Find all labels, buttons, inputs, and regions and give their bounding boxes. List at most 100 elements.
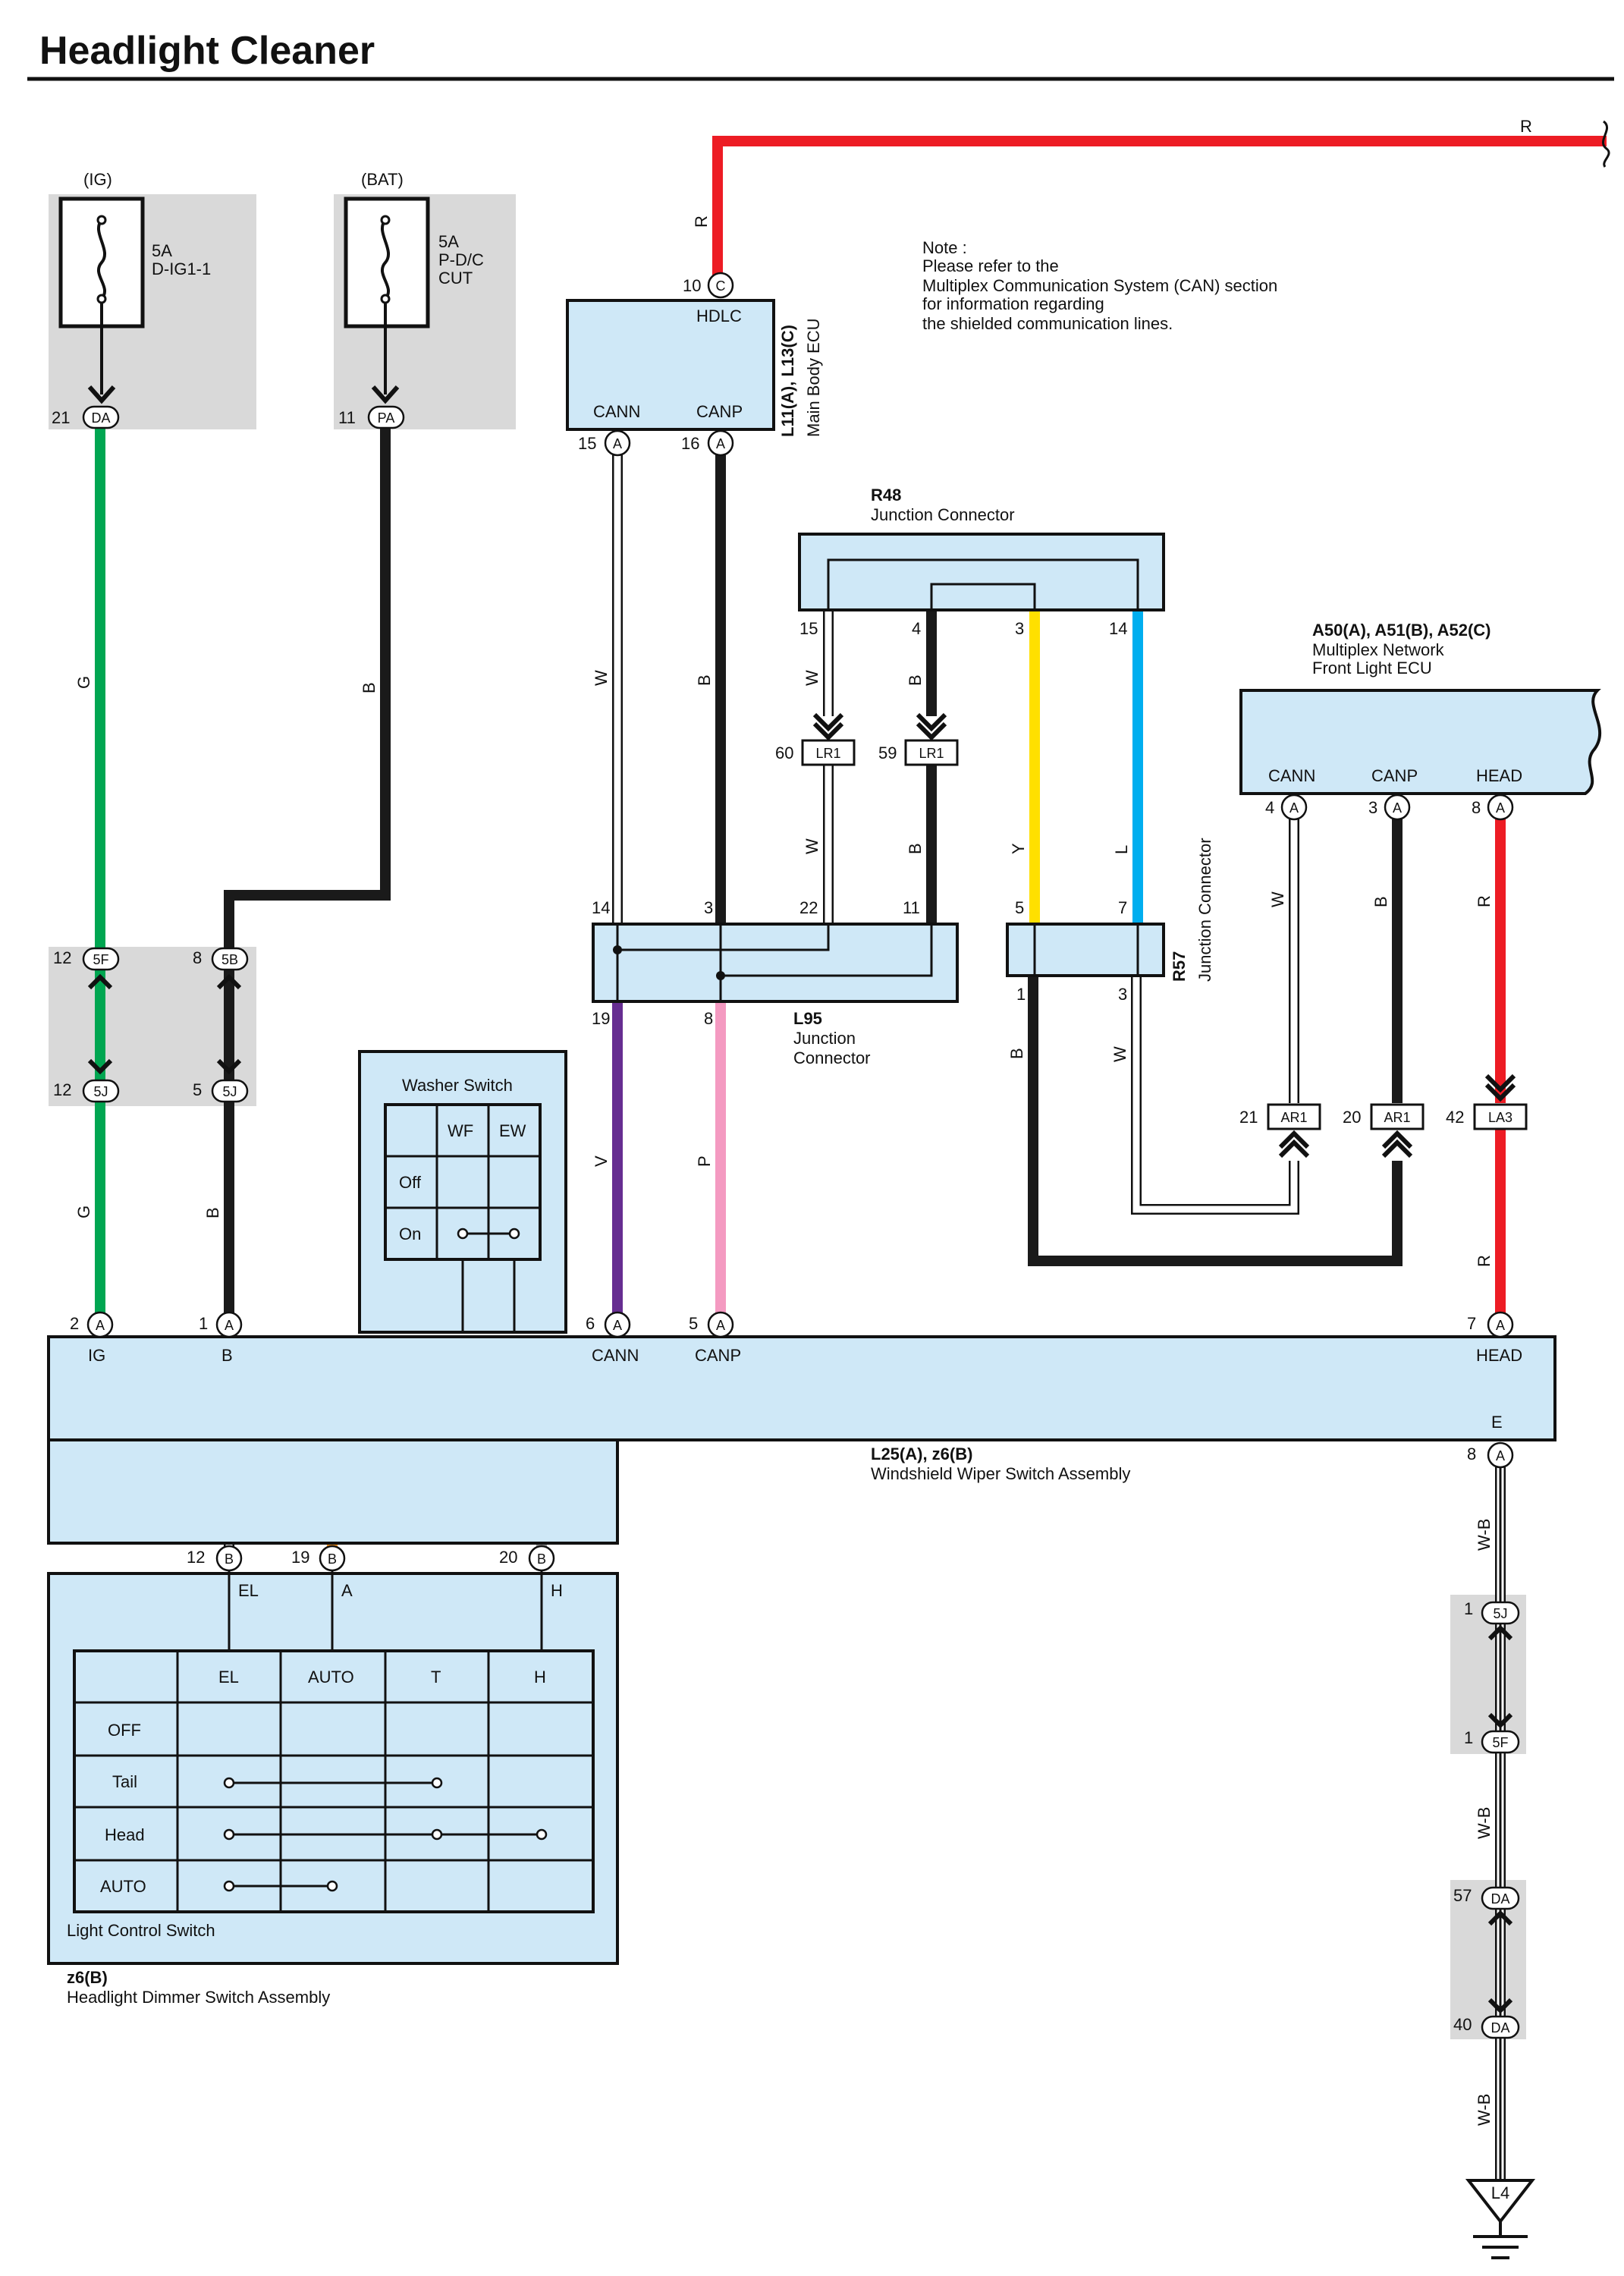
ar1-20-box: [1370, 1103, 1425, 1130]
r48-name: Junction Connector: [871, 505, 1015, 524]
ring-5f-12-text: 5F: [93, 952, 108, 967]
r57-pin-7: 7: [1118, 898, 1127, 917]
wire-label-wb-3: W-B: [1475, 2094, 1494, 2126]
wire-b-r57-1: [1028, 976, 1403, 1266]
light-auto-dot-el: [223, 1880, 235, 1892]
light-head-dot-el: [223, 1828, 235, 1841]
lr1-60-pin: 60: [775, 743, 793, 762]
ring-gnd-da57-text: DA: [1490, 1891, 1509, 1907]
j-5j-right-arrow-down-icon: [216, 1058, 242, 1075]
page-title: Headlight Cleaner: [39, 29, 375, 73]
j-5b-pin: 8: [193, 948, 202, 967]
r48-code: R48: [871, 486, 901, 505]
wire-label-w-r57: W: [1110, 1046, 1129, 1062]
ring-flecu-8-text: A: [1496, 800, 1505, 816]
fuse-bat-icon: [380, 218, 391, 300]
headlight-dimmer-switch: EL A H EL AUTO T H OFF Tail Head AUTO Li…: [47, 1566, 619, 2007]
main-body-ecu: HDLC CANN CANP L11(A), L13(C) Main Body …: [566, 299, 823, 437]
fuse-ig: (IG) 5A D-IG1-1: [58, 170, 211, 404]
wire-label-g-bottom: G: [74, 1206, 93, 1218]
wiper-switch-lower-box: [47, 1438, 619, 1545]
ring-5j-12-text: 5J: [93, 1084, 108, 1099]
ring-wiper-2: [86, 1311, 114, 1338]
ring-ecu-a15: [604, 429, 631, 457]
ar1-21-arrow-icon: [1278, 1130, 1310, 1149]
fuse-bat-pin: 11: [338, 408, 356, 427]
ar1-21-pin: 21: [1239, 1108, 1258, 1127]
ring-5b-8: [211, 947, 249, 971]
ring-pa-11: [367, 405, 405, 429]
ring-ecu-a16: [707, 429, 734, 457]
fuse-ig-name: D-IG1-1: [152, 259, 211, 278]
ar1-20-conn: AR1: [1384, 1110, 1410, 1125]
ring-pa-11-text: PA: [378, 410, 395, 426]
la3-arrow2-icon: [1484, 1083, 1516, 1102]
ring-ecu-a16-text: A: [716, 436, 725, 451]
wire-label-p: P: [695, 1155, 714, 1167]
ecu-hdlc-label: HDLC: [696, 307, 742, 325]
note: Note : Please refer to the Multiplex Com…: [922, 238, 1277, 333]
ring-wiper-2-text: A: [96, 1318, 105, 1333]
wire-label-w-flecu: W: [1268, 891, 1287, 907]
wire-label-b-flecu: B: [1371, 896, 1390, 907]
ring-wiper-8: [1487, 1441, 1514, 1469]
fuse-ig-supply: (IG): [83, 170, 112, 189]
fuse-bat: (BAT) 5A P-D/C CUT: [344, 170, 484, 404]
wiper-head-label: HEAD: [1476, 1346, 1522, 1365]
wiper-switch-assembly: IG B CANN CANP HEAD E 2 1 6 5 7 8 L25(A)…: [47, 1314, 1556, 1567]
flecu-canp-label: CANP: [1371, 766, 1418, 785]
wiper-code: L25(A), z6(B): [871, 1445, 972, 1463]
wire-label-r-head: R: [1475, 1255, 1494, 1267]
wiper-e-label: E: [1491, 1413, 1503, 1432]
light-switch-table: [73, 1649, 595, 1913]
j-5f-arrow-up-icon: [87, 973, 113, 990]
ring-wiper-1: [215, 1311, 243, 1338]
r57-name: Junction Connector: [1195, 838, 1214, 982]
wire-label-wb-2: W-B: [1475, 1807, 1494, 1839]
wire-label-wb-1: W-B: [1475, 1519, 1494, 1551]
lr1-60-arrow-icon: [812, 712, 844, 732]
flecu-head-label: HEAD: [1476, 766, 1522, 785]
r48-junction-connector: R48 Junction Connector 15 4 3 14: [798, 486, 1165, 638]
l95-node-2: [716, 971, 725, 980]
fuse-bat-arrow-icon: [371, 385, 400, 404]
light-row-auto: AUTO: [100, 1877, 146, 1896]
ar1-20-arrow2-icon: [1381, 1139, 1413, 1158]
ring-5j-12: [82, 1079, 120, 1103]
connector-rings: DA 21 PA 11 C 10 A 15 A 16 A 4 A 3 A 8 5…: [52, 272, 1520, 2039]
dimmer-a-label: A: [341, 1581, 353, 1600]
ring-wiper-7: [1487, 1311, 1514, 1338]
light-row-off: OFF: [108, 1721, 141, 1740]
wiper-cann-label: CANN: [592, 1346, 639, 1365]
wire-label-b-canp: B: [695, 674, 714, 686]
wire-label-b-r48: B: [906, 674, 925, 686]
washer-col-wf: WF: [448, 1121, 473, 1140]
gnd-5f-pin: 1: [1464, 1728, 1473, 1747]
wire-w-r57-3-fill: [1132, 976, 1298, 1213]
flecu-cann-label: CANN: [1268, 766, 1315, 785]
wire-label-l: L: [1112, 845, 1131, 854]
ecu-name: Main Body ECU: [804, 318, 823, 437]
j-5j-left-pin: 12: [53, 1080, 71, 1099]
ring-gnd-5f-text: 5F: [1492, 1735, 1508, 1750]
wire-label-w-cann: W: [592, 670, 611, 686]
r57-pin-3: 3: [1118, 985, 1127, 1004]
j-5b-arrow-up-icon: [216, 973, 242, 990]
note-line-1: Note :: [922, 238, 967, 257]
flecu-pin-8: 8: [1472, 798, 1481, 817]
r48-pin-14: 14: [1109, 619, 1127, 638]
ecu-code: L11(A), L13(C): [778, 325, 797, 437]
washer-col-ew: EW: [499, 1121, 526, 1140]
flecu-code: A50(A), A51(B), A52(C): [1312, 621, 1491, 640]
r48-pin-3: 3: [1015, 619, 1024, 638]
lr1-60-arrow2-icon: [812, 721, 844, 741]
r57-code: R57: [1170, 951, 1189, 982]
l95-pin-22: 22: [799, 898, 818, 917]
fuse-bat-supply: (BAT): [361, 170, 404, 189]
r57-pin-1: 1: [1016, 985, 1026, 1004]
ring-wiper-b20: [528, 1545, 555, 1572]
wire-w-r57-3: [1131, 976, 1299, 1215]
wire-label-v: V: [592, 1155, 611, 1167]
ring-flecu-3-text: A: [1393, 800, 1402, 816]
